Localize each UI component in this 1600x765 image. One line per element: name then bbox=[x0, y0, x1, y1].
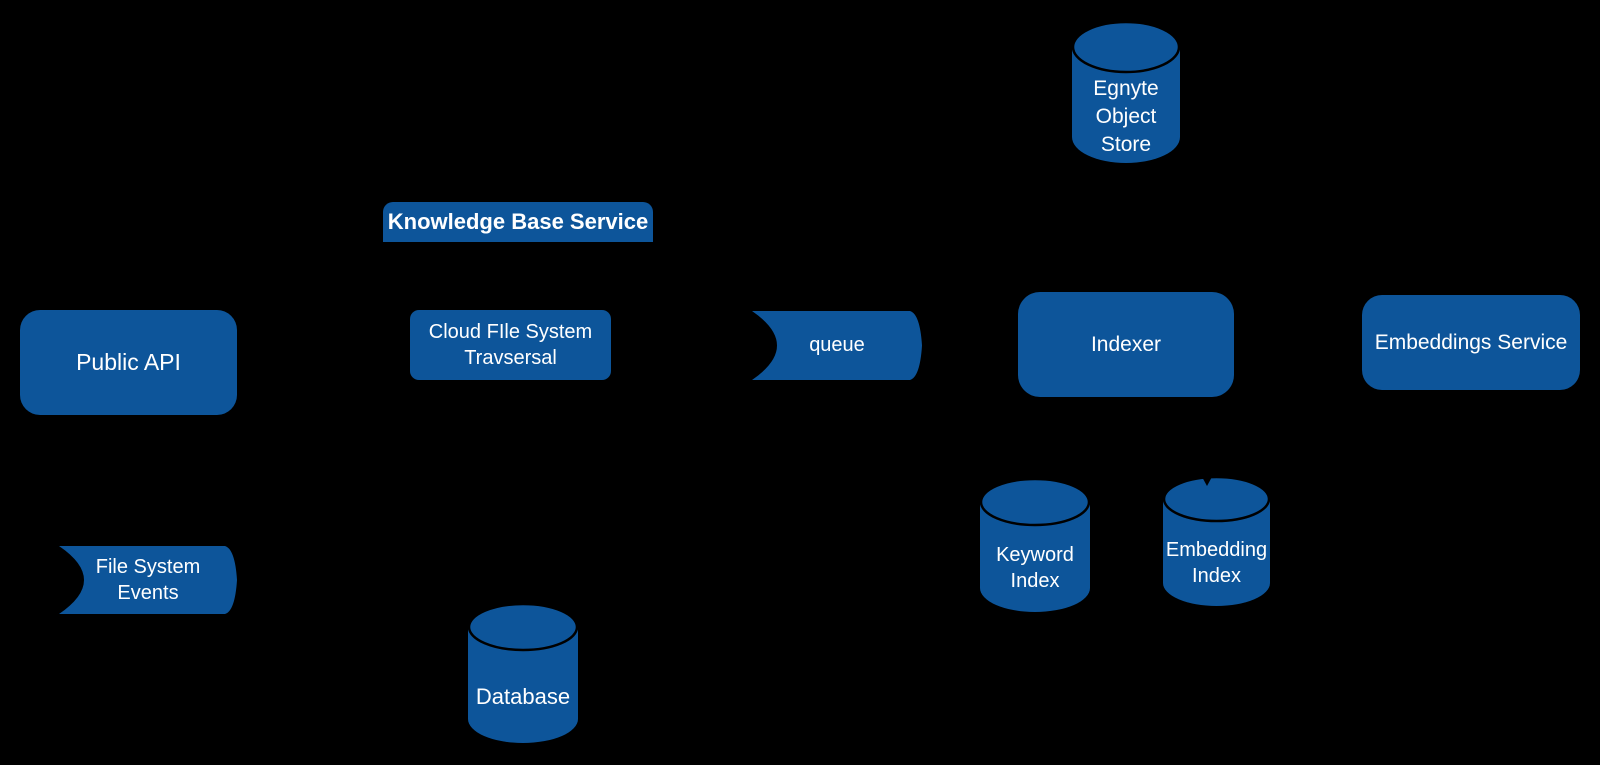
node-keyword-index[interactable]: Keyword Index bbox=[980, 478, 1090, 612]
node-embedding-index[interactable]: Embedding Index bbox=[1163, 476, 1270, 606]
embeddings-service-label: Embeddings Service bbox=[1374, 330, 1568, 354]
node-database[interactable]: Database bbox=[468, 603, 578, 743]
node-knowledge-base-service[interactable]: Knowledge Base Service bbox=[383, 202, 653, 242]
cloud-file-system-traversal-label: Cloud FIle System Travsersal bbox=[428, 320, 593, 369]
keyword-index-label: Keyword Index bbox=[996, 543, 1074, 592]
file-system-events-label: File System Events bbox=[95, 555, 201, 604]
keyword-index-cylinder-shape bbox=[980, 478, 1090, 612]
queue-label: queue bbox=[809, 334, 865, 357]
node-embeddings-service[interactable]: Embeddings Service bbox=[1362, 295, 1580, 390]
egnyte-object-store-label: Egnyte Object Store bbox=[1093, 77, 1159, 156]
public-api-label: Public API bbox=[76, 349, 181, 376]
egnyte-object-store-cylinder-shape bbox=[1072, 21, 1180, 163]
node-egnyte-object-store[interactable]: Egnyte Object Store bbox=[1072, 21, 1180, 163]
node-queue[interactable]: queue bbox=[752, 311, 922, 380]
node-public-api[interactable]: Public API bbox=[20, 310, 237, 415]
queue-banner-shape bbox=[752, 311, 922, 380]
node-cloud-file-system-traversal[interactable]: Cloud FIle System Travsersal bbox=[410, 310, 611, 380]
indexer-label: Indexer bbox=[1090, 332, 1162, 356]
database-label: Database bbox=[475, 684, 571, 710]
database-cylinder-shape bbox=[468, 603, 578, 743]
node-indexer[interactable]: Indexer bbox=[1018, 292, 1234, 397]
embedding-index-label: Embedding Index bbox=[1165, 538, 1268, 587]
embedding-index-cylinder-shape bbox=[1163, 476, 1270, 606]
file-system-events-banner-shape bbox=[59, 546, 237, 614]
knowledge-base-service-label: Knowledge Base Service bbox=[387, 209, 649, 235]
arrowhead-notch bbox=[1201, 476, 1213, 486]
node-file-system-events[interactable]: File System Events bbox=[59, 546, 237, 614]
